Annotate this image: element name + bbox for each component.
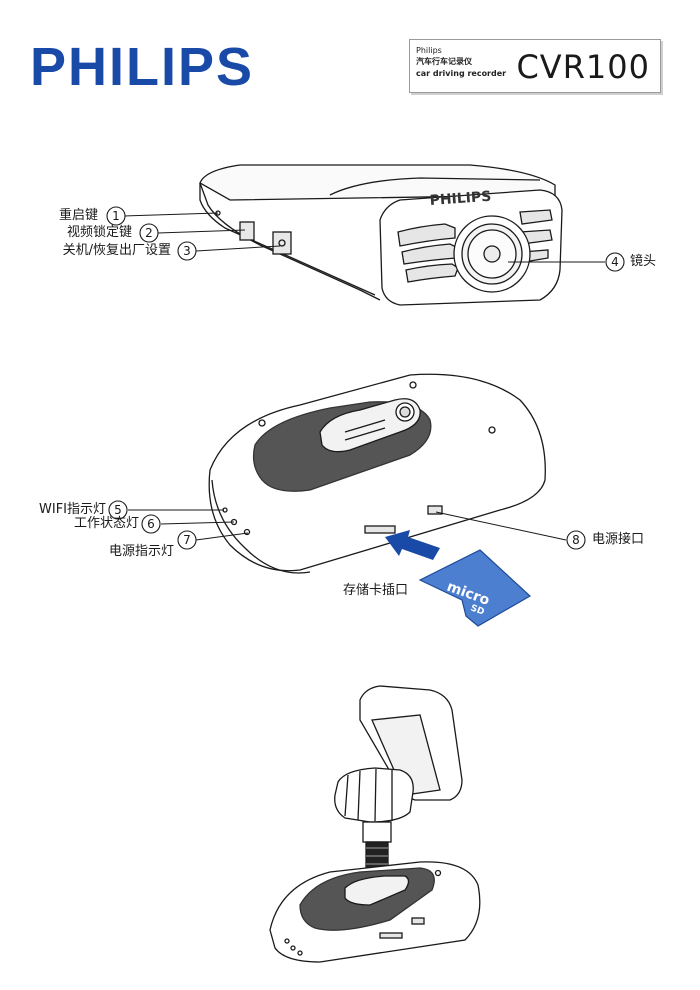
label-power-reset: 关机/恢复出厂设置 bbox=[62, 243, 171, 258]
callout-1-number: 1 bbox=[112, 209, 120, 223]
label-restart-key: 重启键 bbox=[58, 208, 98, 223]
model-type-cn: 汽车行车记录仪 bbox=[416, 57, 472, 66]
callout-7-number: 7 bbox=[183, 533, 191, 547]
model-brand: Philips bbox=[416, 46, 442, 55]
label-memory-card-slot: 存储卡插口 bbox=[343, 583, 409, 598]
callout-8-number: 8 bbox=[572, 533, 580, 547]
label-status-led: 工作状态灯 bbox=[73, 516, 139, 531]
model-name: CVR100 bbox=[516, 48, 650, 86]
label-wifi-led: WIFI指示灯 bbox=[39, 502, 106, 517]
model-badge: Philips 汽车行车记录仪 car driving recorder CVR… bbox=[409, 39, 661, 93]
figure-3-mount-assembly bbox=[269, 685, 481, 963]
callout-5-number: 5 bbox=[114, 503, 122, 517]
label-power-led: 电源指示灯 bbox=[108, 544, 174, 559]
label-video-lock-key: 视频锁定键 bbox=[66, 225, 132, 240]
microsd-card: micro SD bbox=[418, 549, 532, 627]
card-sd-logo: SD bbox=[469, 603, 486, 617]
label-power-port: 电源接口 bbox=[592, 532, 645, 547]
callout-2-number: 2 bbox=[145, 226, 153, 240]
device-embossed-brand: PHILIPS bbox=[429, 189, 492, 209]
philips-logo: PHILIPS bbox=[30, 37, 255, 97]
callout-6-number: 6 bbox=[147, 517, 155, 531]
model-type-en: car driving recorder bbox=[416, 69, 507, 78]
callout-3-number: 3 bbox=[183, 244, 191, 258]
label-lens: 镜头 bbox=[630, 254, 657, 269]
callout-4-number: 4 bbox=[611, 255, 619, 269]
